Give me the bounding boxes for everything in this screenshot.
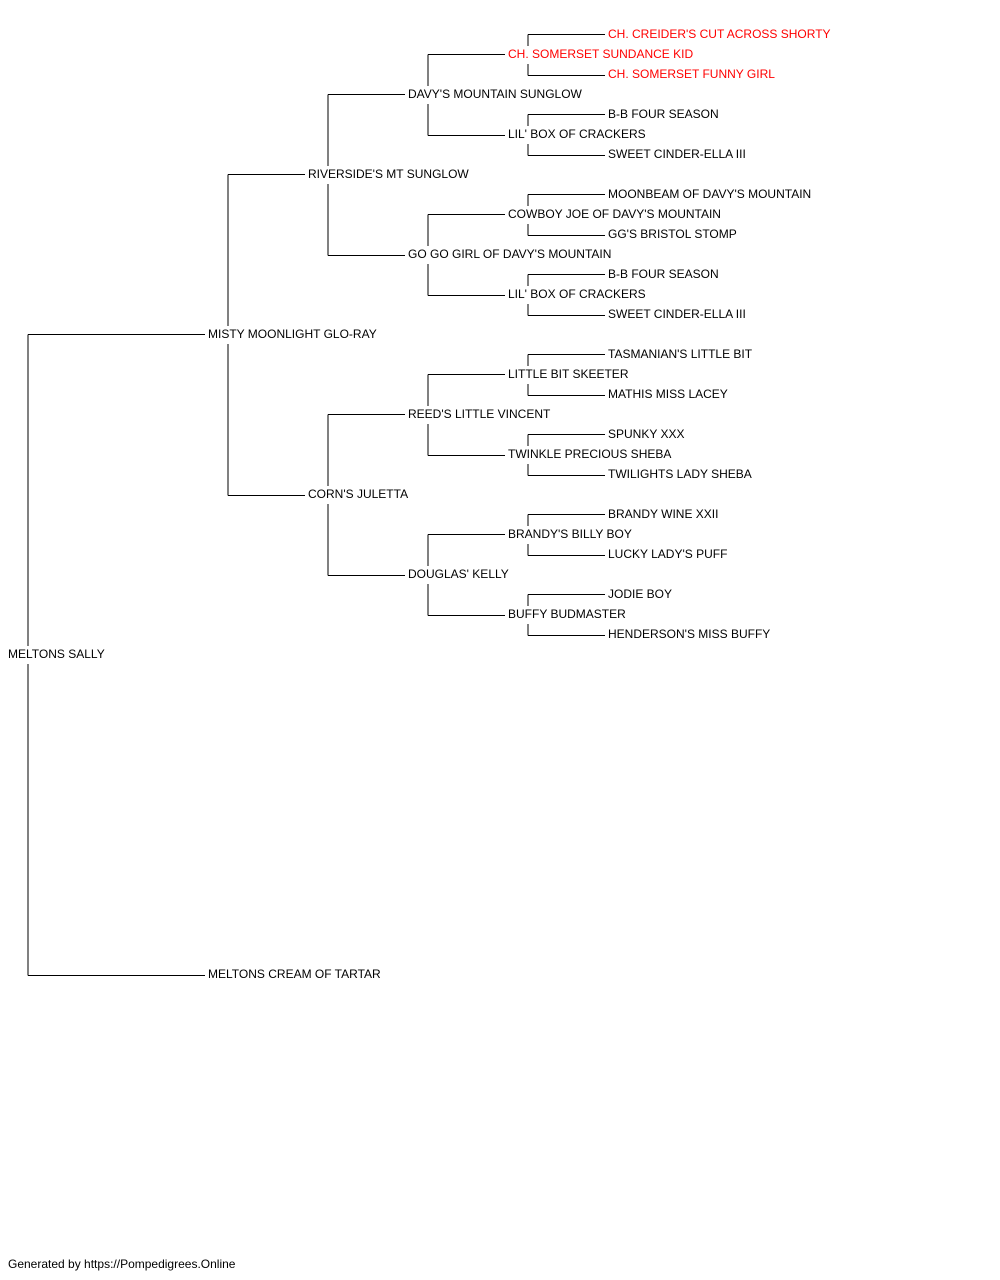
pedigree-node-gen1: MISTY MOONLIGHT GLO-RAY (208, 327, 377, 341)
pedigree-node-gen5: BRANDY WINE XXII (608, 507, 719, 521)
pedigree-node-gen4: CH. SOMERSET SUNDANCE KID (508, 47, 694, 61)
pedigree-node-gen5: TWILIGHTS LADY SHEBA (608, 467, 752, 481)
pedigree-node-gen5: B-B FOUR SEASON (608, 267, 719, 281)
pedigree-node-gen5: GG'S BRISTOL STOMP (608, 227, 737, 241)
pedigree-node-gen5: MATHIS MISS LACEY (608, 387, 728, 401)
pedigree-node-gen5: SPUNKY XXX (608, 427, 685, 441)
pedigree-node-gen1: MELTONS CREAM OF TARTAR (208, 967, 381, 981)
pedigree-node-gen5: B-B FOUR SEASON (608, 107, 719, 121)
pedigree-node-gen5: CH. SOMERSET FUNNY GIRL (608, 67, 775, 81)
pedigree-node-gen0: MELTONS SALLY (8, 647, 105, 661)
pedigree-node-gen5: SWEET CINDER-ELLA III (608, 147, 746, 161)
pedigree-node-gen4: BUFFY BUDMASTER (508, 607, 626, 621)
pedigree-node-gen5: MOONBEAM OF DAVY'S MOUNTAIN (608, 187, 812, 201)
pedigree-node-gen5: CH. CREIDER'S CUT ACROSS SHORTY (608, 27, 831, 41)
pedigree-node-gen3: GO GO GIRL OF DAVY'S MOUNTAIN (408, 247, 612, 261)
pedigree-node-gen3: REED'S LITTLE VINCENT (408, 407, 551, 421)
pedigree-node-gen4: BRANDY'S BILLY BOY (508, 527, 632, 541)
pedigree-node-gen4: LIL' BOX OF CRACKERS (508, 287, 646, 301)
pedigree-node-gen4: LIL' BOX OF CRACKERS (508, 127, 646, 141)
pedigree-node-gen5: TASMANIAN'S LITTLE BIT (608, 347, 753, 361)
pedigree-node-gen3: DAVY'S MOUNTAIN SUNGLOW (408, 87, 582, 101)
pedigree-node-gen5: HENDERSON'S MISS BUFFY (608, 627, 771, 641)
pedigree-node-gen5: LUCKY LADY'S PUFF (608, 547, 728, 561)
pedigree-node-gen2: CORN'S JULETTA (308, 487, 409, 501)
footer-credit: Generated by https://Pompedigrees.Online (8, 1257, 236, 1271)
pedigree-node-gen4: TWINKLE PRECIOUS SHEBA (508, 447, 672, 461)
pedigree-node-gen2: RIVERSIDE'S MT SUNGLOW (308, 167, 469, 181)
pedigree-node-gen5: SWEET CINDER-ELLA III (608, 307, 746, 321)
pedigree-node-gen4: LITTLE BIT SKEETER (508, 367, 629, 381)
pedigree-node-gen5: JODIE BOY (608, 587, 673, 601)
pedigree-node-gen4: COWBOY JOE OF DAVY'S MOUNTAIN (508, 207, 721, 221)
pedigree-node-gen3: DOUGLAS' KELLY (408, 567, 509, 581)
